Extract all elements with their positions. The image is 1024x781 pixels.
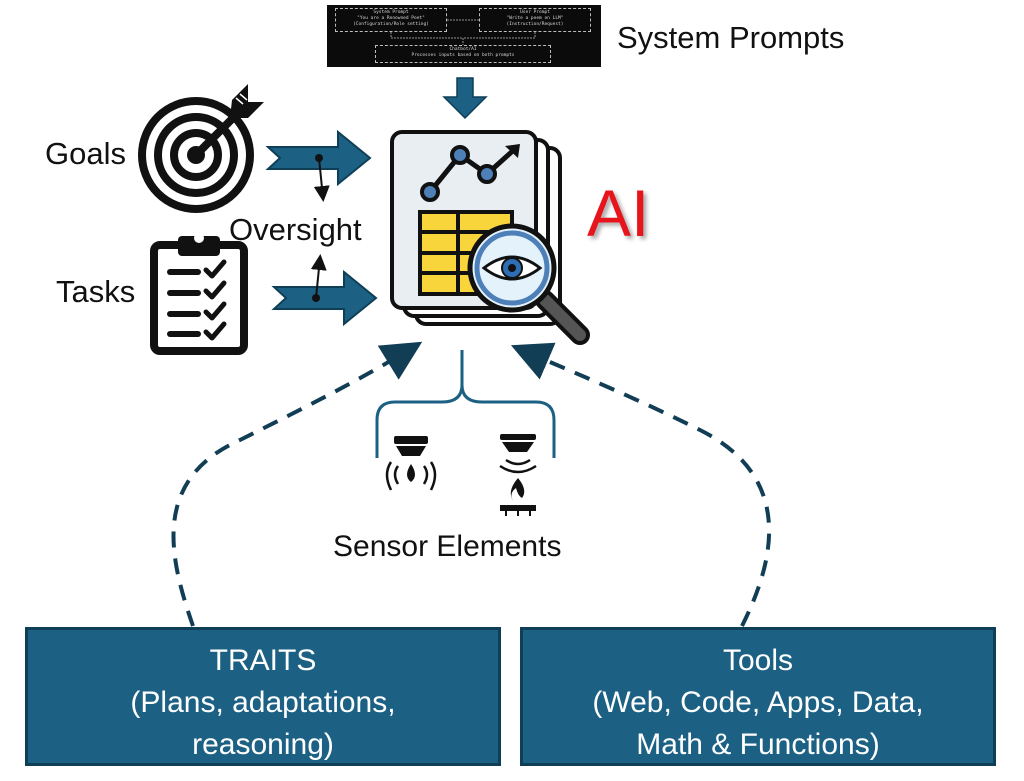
target-icon [138, 84, 264, 213]
smoke-detector-icon [385, 436, 437, 491]
tasks-label: Tasks [56, 274, 136, 309]
clipboard-checklist-icon [150, 233, 248, 355]
tasks-arrow [271, 269, 378, 327]
chatbot-box: Chatbot/AI Processes inputs based on bot… [375, 45, 551, 63]
terminal-connectors [390, 19, 536, 45]
traits-dashed-arrow [171, 341, 423, 627]
system-prompt-line2: (Configuration/Role setting) [353, 22, 429, 27]
magnifier-eye-icon [467, 223, 590, 345]
tools-title: Tools [722, 644, 794, 677]
traits-line3: reasoning) [192, 728, 334, 761]
chatbot-line1: Processes inputs based on both prompts [411, 53, 515, 58]
system-prompt-title: System Prompt [373, 10, 409, 15]
traits-line2: (Plans, adaptations, [130, 686, 396, 719]
system-prompt-line1: "You are a Renowned Poet" [357, 16, 425, 21]
tools-line3: Math & Functions) [636, 728, 880, 761]
tools-panel: Tools (Web, Code, Apps, Data, Math & Fun… [520, 627, 996, 766]
sensor-elements-label: Sensor Elements [333, 530, 562, 563]
system-prompt-box: System Prompt "You are a Renowned Poet" … [335, 8, 447, 32]
oversight-label: Oversight [229, 212, 362, 247]
oversight-arrows [310, 154, 330, 302]
system-prompt-terminal: System Prompt "You are a Renowned Poet" … [327, 5, 601, 67]
chatbot-title: Chatbot/AI [449, 47, 477, 52]
user-prompt-line2: (Instruction/Request) [506, 22, 564, 27]
user-prompt-box: User Prompt "Write a poem on LLM" (Instr… [479, 8, 591, 32]
user-prompt-title: User Prompt [520, 10, 550, 15]
tools-line2: (Web, Code, Apps, Data, [592, 686, 924, 719]
sensor-brace [375, 350, 556, 458]
system-prompts-label: System Prompts [617, 20, 845, 55]
tools-dashed-arrow [510, 342, 772, 627]
traits-panel: TRAITS (Plans, adaptations, reasoning) [25, 627, 501, 766]
goals-label: Goals [45, 136, 126, 171]
ai-label: AI [587, 176, 650, 250]
traits-title: TRAITS [209, 644, 317, 677]
system-prompt-down-arrow [442, 77, 488, 120]
user-prompt-line1: "Write a poem on LLM" [506, 16, 564, 21]
heat-detector-icon [499, 434, 537, 516]
